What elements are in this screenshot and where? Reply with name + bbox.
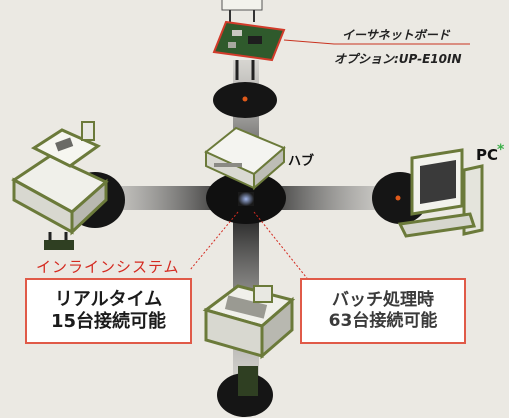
ethernet-board-icon <box>212 0 286 80</box>
batch-box: バッチ処理時 63台接続可能 <box>300 278 466 344</box>
batch-line2: 63台接続可能 <box>328 311 438 331</box>
inline-system-line2: 15台接続可能 <box>50 311 167 332</box>
left-register-icon <box>11 121 109 250</box>
hub-port-glow <box>238 192 254 206</box>
top-node-dot <box>242 96 248 102</box>
ethernet-board-option: オプション:UP-E10IN <box>334 52 462 66</box>
inline-system-box: リアルタイム 15台接続可能 <box>25 278 192 344</box>
inline-system-line1: リアルタイム <box>54 288 163 310</box>
inline-system-title: インラインシステム <box>36 258 180 276</box>
batch-line1: バッチ処理時 <box>332 289 434 310</box>
pc-icon <box>397 148 484 238</box>
ethernet-board-label: イーサネットボード <box>342 28 450 42</box>
batch-leader-line <box>253 211 311 283</box>
hub-icon <box>204 126 286 191</box>
pc-asterisk: * <box>497 142 505 158</box>
right-node-dot <box>395 195 401 201</box>
inline-leader-line <box>189 211 239 271</box>
bottom-register-icon <box>202 284 296 396</box>
hub-label: ハブ <box>288 154 315 169</box>
ethernet-leader-line <box>283 39 470 45</box>
pc-label: PC <box>476 146 499 164</box>
